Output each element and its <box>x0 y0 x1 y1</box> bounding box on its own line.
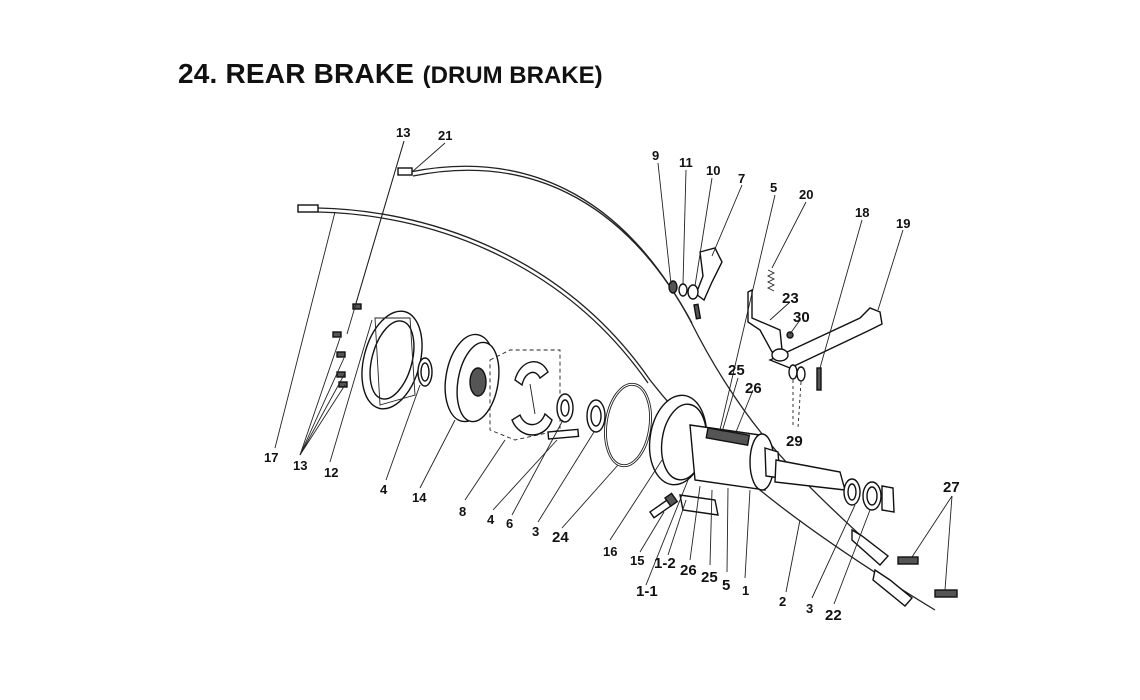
brake-pedal-19 <box>768 307 883 369</box>
label-11: 11 <box>679 155 693 170</box>
nut-10 <box>687 284 699 300</box>
sleeve-1-2 <box>679 494 719 516</box>
label-23: 23 <box>782 290 799 307</box>
brake-shoes-8 <box>489 349 561 441</box>
label-4-mid: 4 <box>487 512 495 527</box>
label-3-right: 3 <box>806 601 813 616</box>
seal-22 <box>843 478 861 506</box>
seal-ring-4b <box>556 393 574 423</box>
cable-end-22 <box>851 528 914 607</box>
axle-tube-2 <box>774 459 846 491</box>
bracket-23 <box>747 288 783 353</box>
pin-18 <box>816 367 822 391</box>
label-20: 20 <box>799 187 813 202</box>
label-26-top: 26 <box>745 380 762 397</box>
label-10: 10 <box>706 163 720 178</box>
title-sub: (DRUM BRAKE) <box>422 62 603 89</box>
label-2: 2 <box>779 594 786 609</box>
label-24: 24 <box>552 529 569 546</box>
pin-6 <box>547 428 580 440</box>
label-29: 29 <box>786 433 803 450</box>
washer-9 <box>668 280 678 294</box>
hub-cover-12 <box>361 310 423 410</box>
label-12: 12 <box>324 465 338 480</box>
label-19: 19 <box>896 216 910 231</box>
label-5-top: 5 <box>770 180 777 195</box>
label-13-top: 13 <box>396 125 410 140</box>
label-6: 6 <box>506 516 513 531</box>
o-rings-29 <box>788 364 806 382</box>
label-27: 27 <box>943 479 960 496</box>
page-title: 24. REAR BRAKE (DRUM BRAKE) <box>178 58 603 90</box>
label-1-2: 1-2 <box>654 555 676 572</box>
title-main: 24. REAR BRAKE <box>178 58 415 89</box>
label-1: 1 <box>742 583 749 598</box>
bolts-13 <box>332 303 362 388</box>
label-13-bottom: 13 <box>293 458 307 473</box>
spring-20 <box>766 269 776 292</box>
label-17: 17 <box>264 450 278 465</box>
label-16: 16 <box>603 544 617 559</box>
springs-27 <box>897 556 958 598</box>
o-ring-24 <box>604 382 652 468</box>
brake-drum-14 <box>444 333 500 423</box>
washer-11 <box>678 283 688 297</box>
label-5-bottom: 5 <box>722 577 730 594</box>
label-14: 14 <box>412 490 427 505</box>
callout-labels: 13 21 9 11 10 7 5 20 18 19 23 30 25 26 2… <box>264 125 960 624</box>
leader-lines <box>274 140 953 605</box>
bearing-3 <box>586 399 606 433</box>
bolt-15 <box>649 492 679 519</box>
pin-small <box>693 303 702 320</box>
seal-ring-4 <box>417 357 433 387</box>
axle-housing-1 <box>689 424 781 491</box>
washer-30 <box>786 331 794 339</box>
bearing-3b <box>862 481 895 513</box>
label-22: 22 <box>825 607 842 624</box>
label-21: 21 <box>438 128 452 143</box>
label-30: 30 <box>793 309 810 326</box>
brake-arm-7 <box>695 247 723 302</box>
label-4-left: 4 <box>380 482 388 497</box>
label-9: 9 <box>652 148 659 163</box>
label-26-bottom: 26 <box>680 562 697 579</box>
label-18: 18 <box>855 205 869 220</box>
label-3-left: 3 <box>532 524 539 539</box>
label-15: 15 <box>630 553 644 568</box>
label-25-top: 25 <box>728 362 745 379</box>
label-8: 8 <box>459 504 466 519</box>
label-25-bottom: 25 <box>701 569 718 586</box>
brake-cable-17 <box>297 204 936 611</box>
label-1-1: 1-1 <box>636 583 658 600</box>
label-7: 7 <box>738 171 745 186</box>
